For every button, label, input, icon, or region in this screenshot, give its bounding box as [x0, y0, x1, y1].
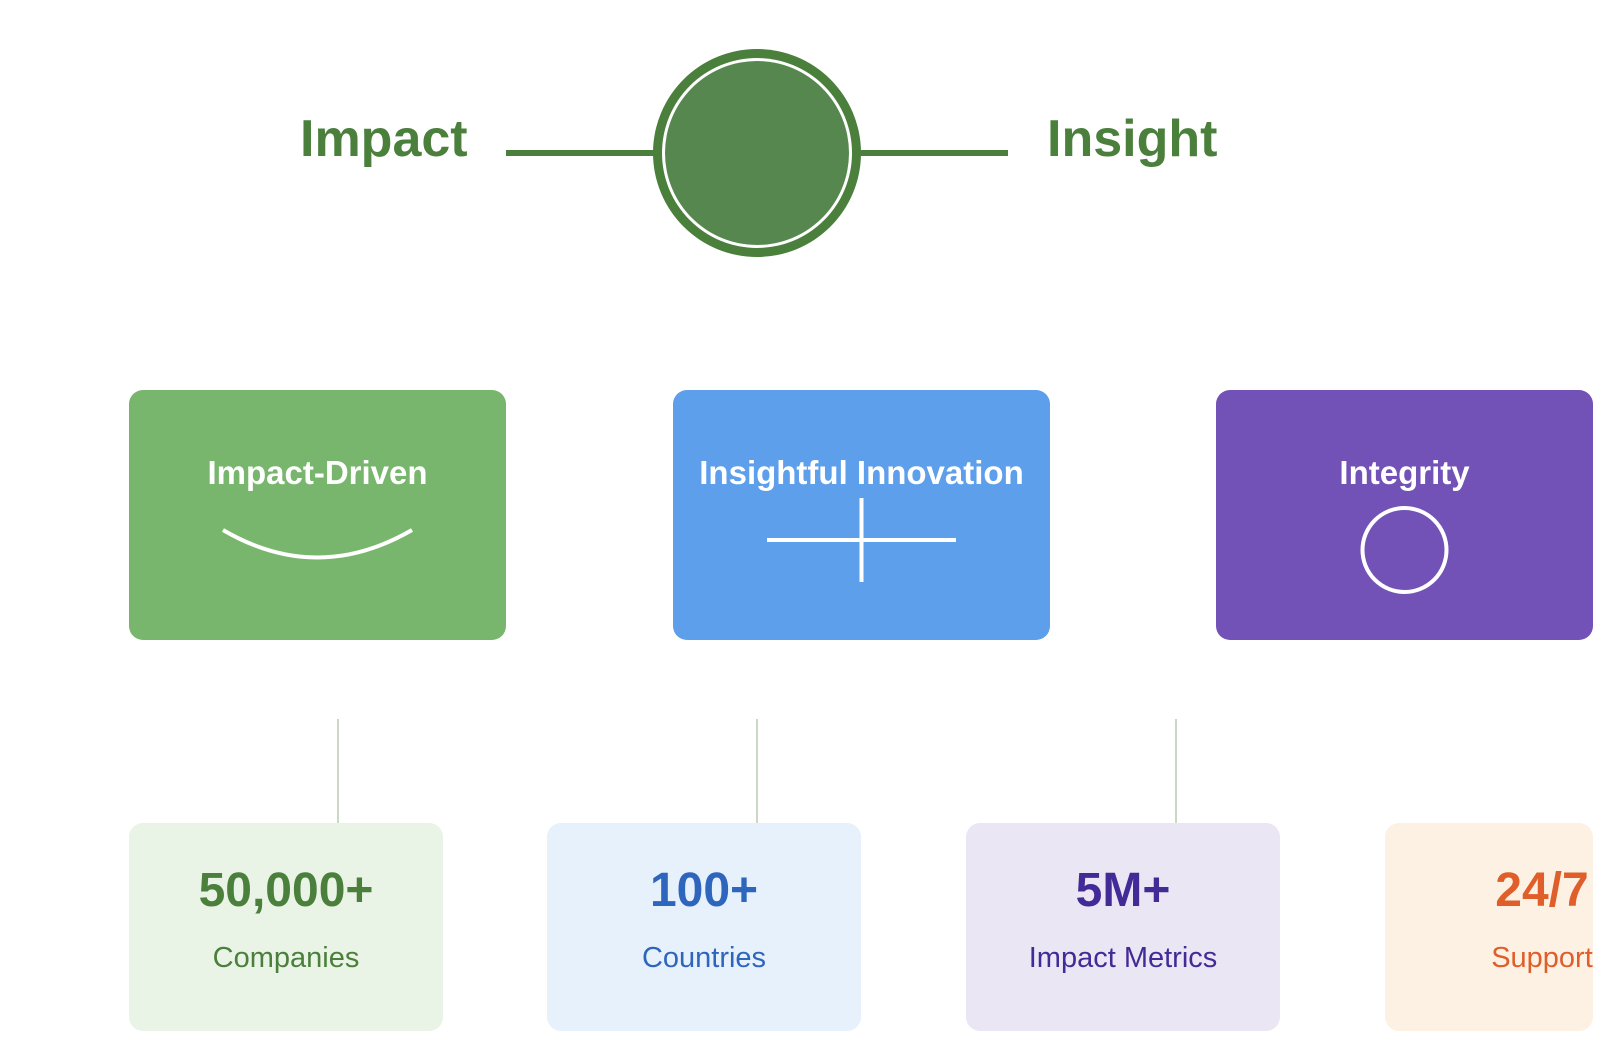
- stat-number: 50,000+: [198, 864, 374, 917]
- stat-card-support: 24/7 Support: [1385, 823, 1593, 1031]
- stat-card-impact-metrics: 5M+ Impact Metrics: [966, 823, 1280, 1031]
- stat-label: Support: [1491, 942, 1593, 974]
- value-card-impact-driven[interactable]: Impact-Driven: [129, 390, 506, 640]
- stat-card-companies: 50,000+ Companies: [129, 823, 443, 1031]
- circle-icon: [1360, 506, 1449, 594]
- hub-circle: [665, 61, 849, 245]
- value-card-title: Insightful Innovation: [699, 454, 1024, 491]
- header-left-word: Impact: [300, 110, 468, 168]
- value-card-title: Impact-Driven: [207, 454, 428, 491]
- stat-label: Countries: [641, 942, 767, 974]
- value-card-insightful-innovation[interactable]: Insightful Innovation: [673, 390, 1050, 640]
- value-card-title: Integrity: [1339, 454, 1470, 491]
- stat-number: 100+: [649, 864, 759, 917]
- stat-label: Companies: [212, 942, 360, 974]
- smile-curve-icon: [221, 528, 414, 560]
- stat-number: 5M+: [1075, 864, 1171, 917]
- stat-label: Impact Metrics: [1028, 942, 1218, 974]
- stat-number: 24/7: [1495, 864, 1589, 917]
- stat-card-countries: 100+ Countries: [547, 823, 861, 1031]
- header-right-word: Insight: [1047, 110, 1218, 168]
- crosshair-icon: [767, 498, 956, 582]
- value-card-integrity[interactable]: Integrity: [1216, 390, 1593, 640]
